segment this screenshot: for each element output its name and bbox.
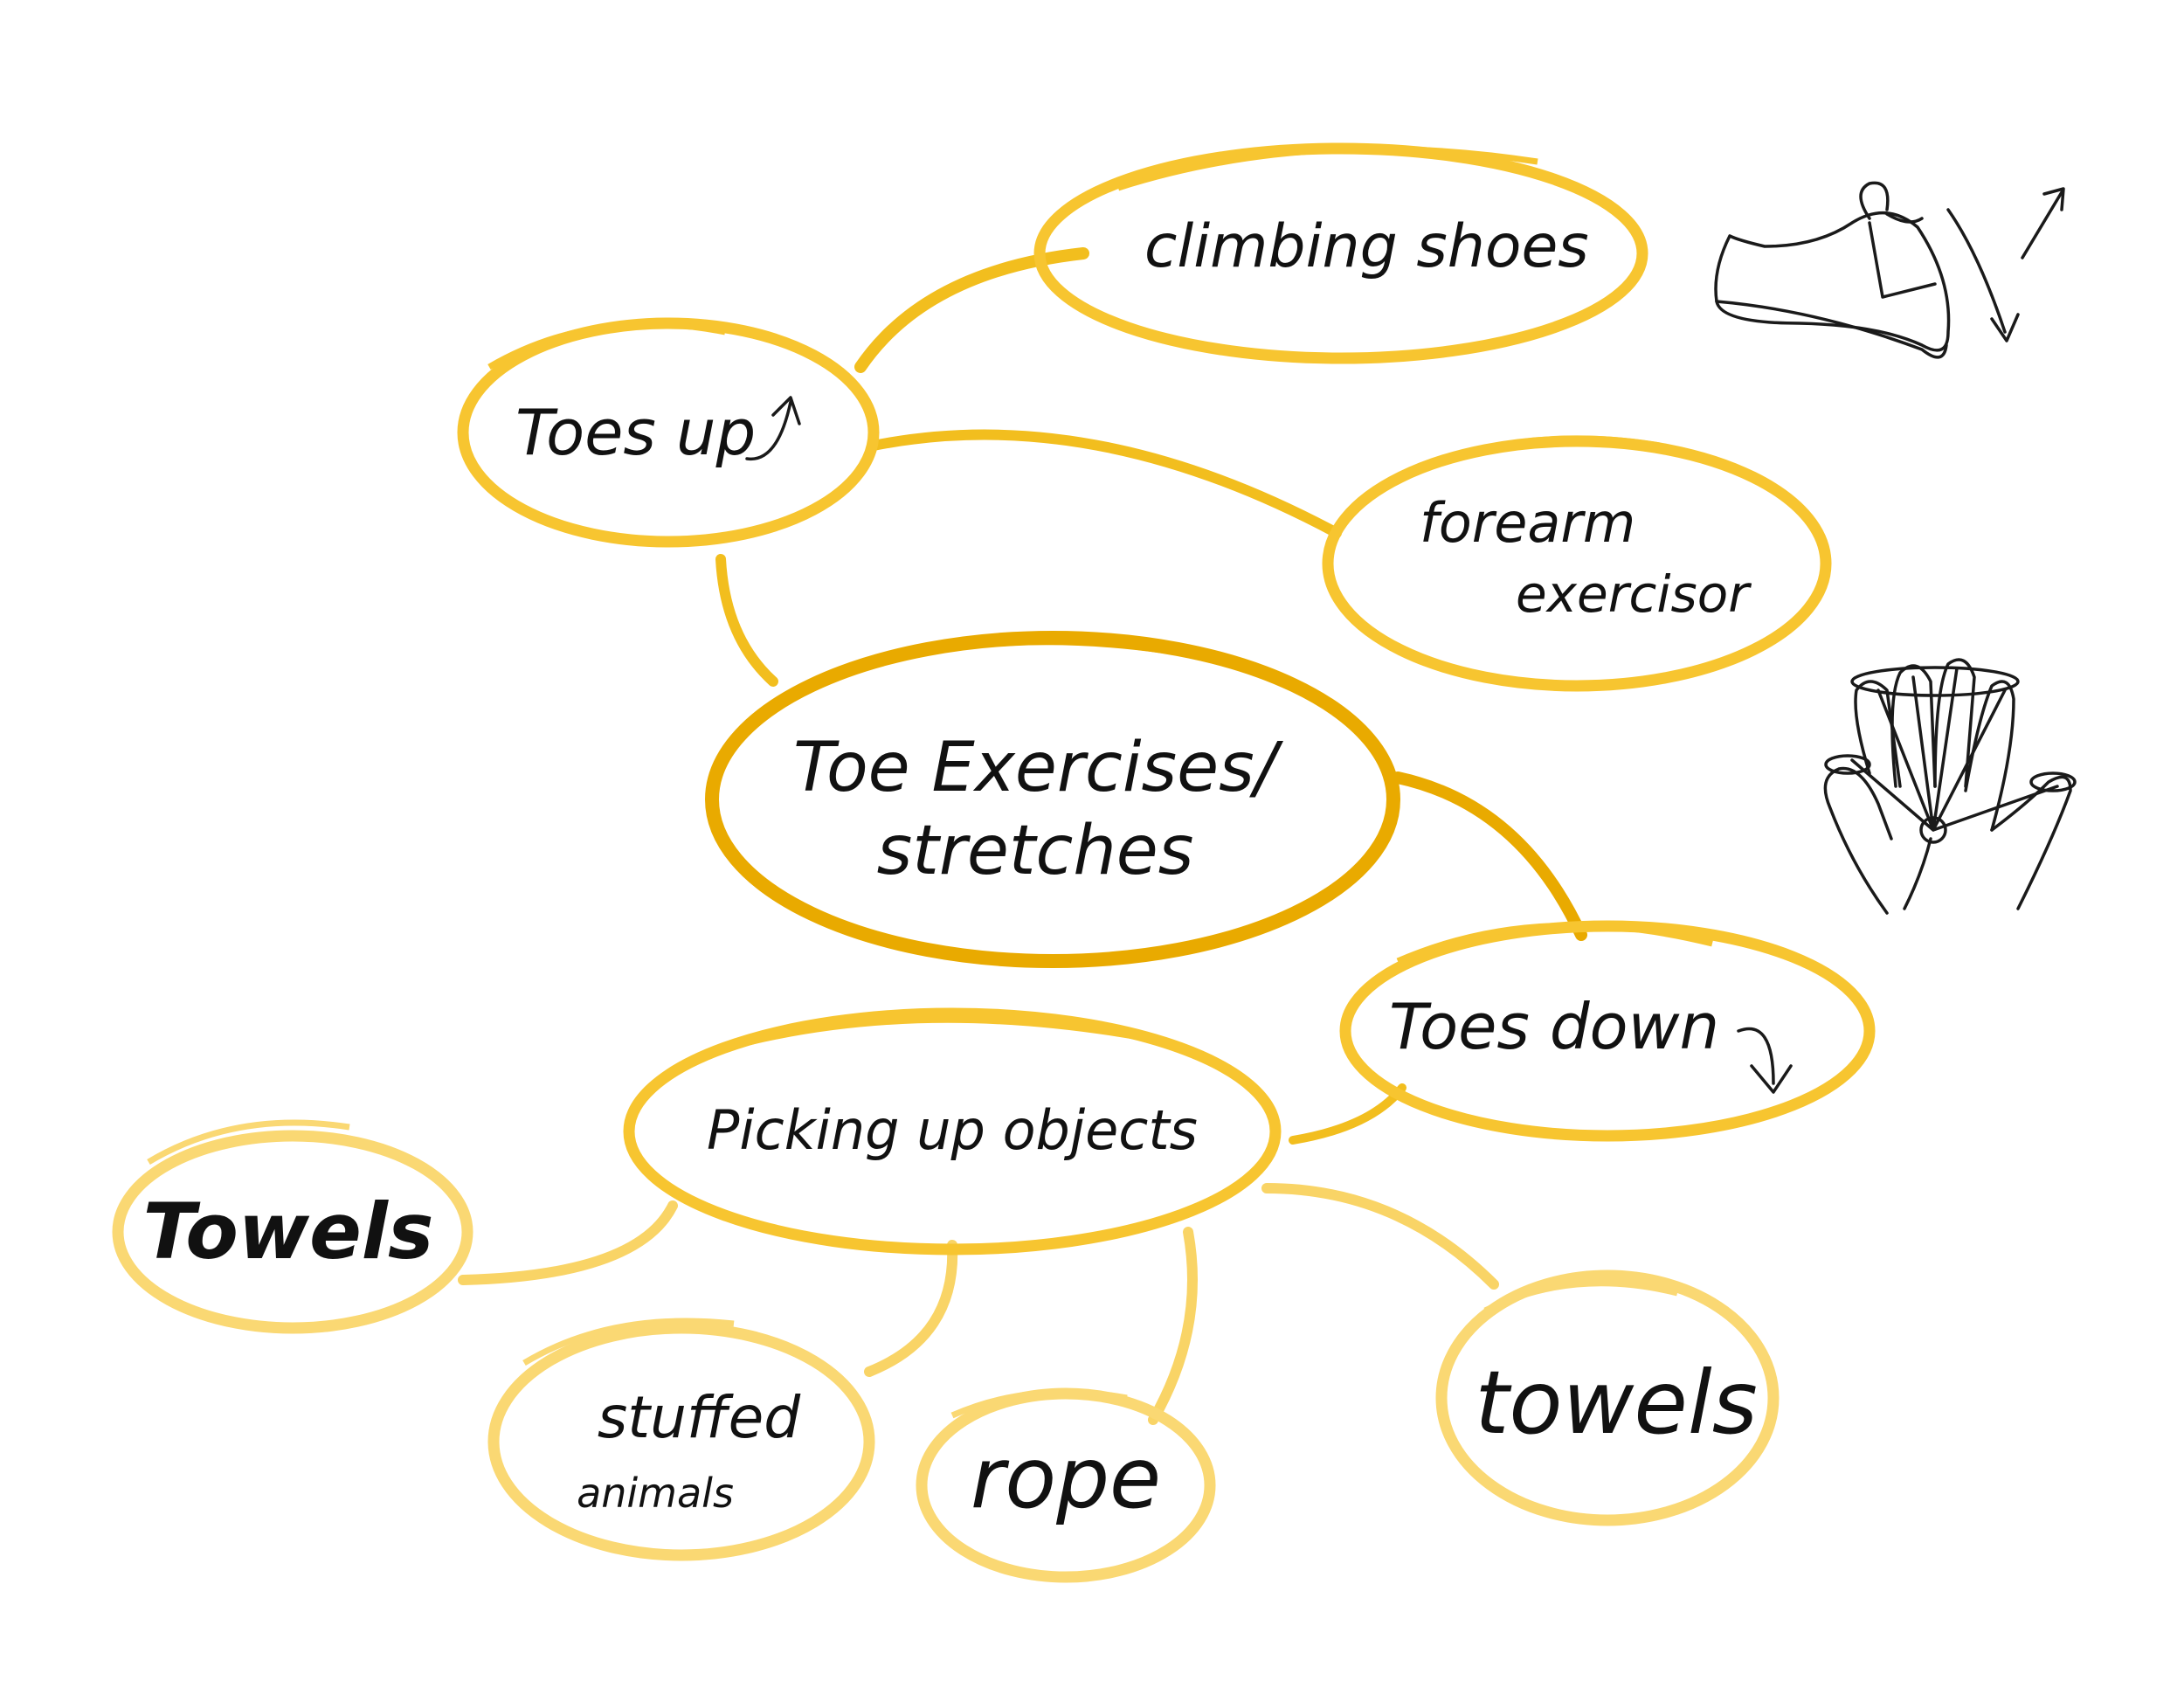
- picking-up-ellipse-stroke-2: [724, 1016, 1154, 1052]
- connector-picking-up-towels-left: [458, 1200, 678, 1285]
- node-picking-up-objects: Picking up objects: [623, 1007, 1282, 1256]
- connector-picking-up-towels-right: [1261, 1183, 1499, 1290]
- toes-up-label: Toes up: [515, 396, 756, 469]
- picking-up-label: Picking up objects: [707, 1098, 1198, 1162]
- node-stuffed-animals: stuffed animals: [487, 1318, 875, 1561]
- node-climbing-shoes: climbing shoes: [1033, 142, 1648, 364]
- climbing-shoes-label: climbing shoes: [1144, 212, 1589, 281]
- stuffed-animals-ellipse: [487, 1322, 875, 1561]
- arrow-down-icon: [1737, 1027, 1793, 1094]
- forearm-label-line1: forearm: [1420, 491, 1635, 555]
- hand-exerciser-icon: [1823, 658, 2077, 915]
- picking-up-ellipse: [623, 1007, 1282, 1256]
- towels-left-ellipse-stroke-2: [147, 1119, 350, 1166]
- stuffed-animals-label-line1: stuffed: [598, 1384, 801, 1451]
- towels-right-label: towels: [1475, 1352, 1758, 1454]
- connector-toes-down-picking-up: [1289, 1083, 1406, 1145]
- rope-label: rope: [971, 1429, 1161, 1527]
- towels-right-ellipse-stroke-2: [1483, 1280, 1678, 1314]
- central-ellipse-stroke-2: [811, 638, 1241, 685]
- node-towels-left: Towels: [112, 1119, 473, 1334]
- stuffed-animals-label-line2: animals: [577, 1470, 734, 1517]
- arrow-up-icon: [745, 396, 801, 460]
- towels-right-ellipse: [1435, 1269, 1780, 1526]
- towels-left-label: Towels: [143, 1186, 434, 1276]
- climbing-shoe-icon: [1714, 181, 2065, 359]
- node-towels-right: towels: [1435, 1269, 1780, 1526]
- stuffed-animals-ellipse-stroke-2: [522, 1318, 735, 1366]
- node-rope: rope: [916, 1387, 1216, 1583]
- central-label-line1: Toe Exercises/: [793, 729, 1284, 807]
- toes-up-ellipse-stroke-2: [487, 321, 726, 370]
- toes-down-label: Toes down: [1389, 990, 1719, 1063]
- connector-toes-up-forearm: [868, 429, 1342, 538]
- connector-picking-up-rope: [1148, 1227, 1198, 1425]
- node-central: Toe Exercises/ stretches: [705, 631, 1400, 968]
- toes-down-ellipse-stroke-2: [1396, 922, 1713, 965]
- central-label-line2: stretches: [877, 812, 1194, 890]
- forearm-ellipse-stroke-2: [1379, 435, 1661, 493]
- central-ellipse: [705, 631, 1400, 968]
- climbing-shoes-ellipse-stroke-2: [1116, 145, 1538, 191]
- node-forearm-exercisor: forearm exercisor: [1322, 435, 1832, 692]
- connector-picking-up-stuffed-animals: [864, 1240, 958, 1377]
- towels-left-ellipse: [112, 1130, 473, 1334]
- forearm-label-line2: exercisor: [1516, 564, 1752, 624]
- connector-central-toes-up: [715, 554, 778, 687]
- node-toes-up: Toes up: [457, 317, 880, 548]
- connector-central-toes-down: [1392, 771, 1587, 941]
- node-toes-down: Toes down: [1339, 920, 1876, 1142]
- rope-ellipse-stroke-2: [950, 1388, 1128, 1419]
